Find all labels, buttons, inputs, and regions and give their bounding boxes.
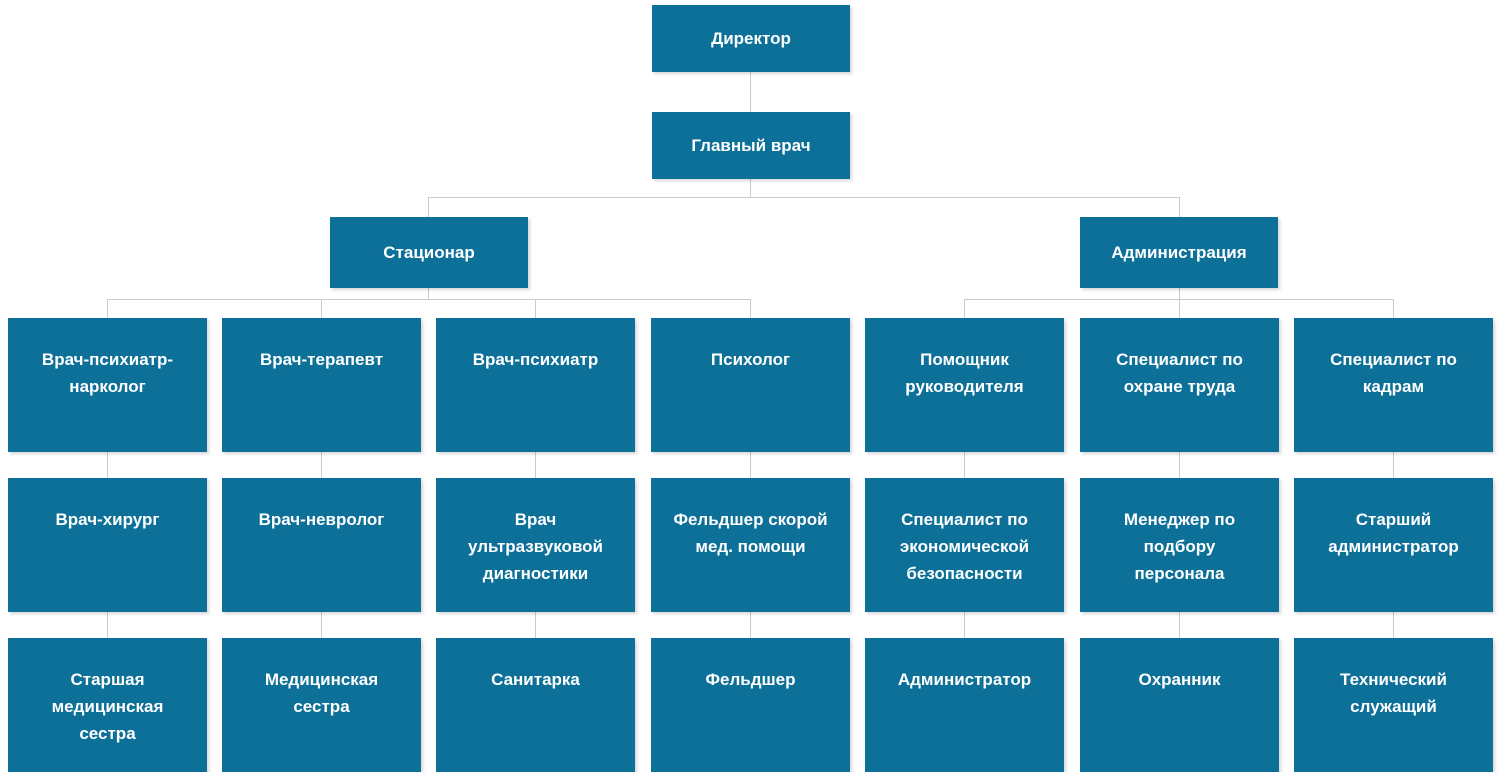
node-paramedic-label: Фельдшер — [705, 670, 796, 689]
node-assistant-manager[interactable]: Помощник руководителя — [865, 318, 1064, 452]
node-stationary[interactable]: Стационар — [330, 217, 528, 288]
connector-stationary-stem — [428, 288, 429, 299]
connector-administration-stem — [1179, 288, 1180, 299]
connector-col5-row3-row4 — [964, 452, 965, 478]
node-psychiatrist-label: Врач-психиатр — [472, 350, 599, 369]
connector-col1-row3-row4 — [107, 452, 108, 478]
node-senior-nurse[interactable]: Старшая медицинская сестра — [8, 638, 207, 772]
node-hr-specialist[interactable]: Специалист по кадрам — [1294, 318, 1493, 452]
connector-col4-row3-row4 — [750, 452, 751, 478]
node-senior-administrator[interactable]: Старший администратор — [1294, 478, 1493, 612]
node-neurologist-label: Врач-невролог — [258, 510, 385, 529]
node-economic-security-specialist-label: Специалист по экономической безопасности — [899, 510, 1030, 583]
connector-col3-row4-row5 — [535, 612, 536, 638]
node-ultrasound-doctor[interactable]: Врач ультразвуковой диагностики — [436, 478, 635, 612]
connector-col3-row3-row4 — [535, 452, 536, 478]
connector-bus-to-stationary — [428, 197, 429, 217]
node-administrator[interactable]: Администратор — [865, 638, 1064, 772]
node-director[interactable]: Директор — [652, 5, 850, 72]
connector-director-to-chief-doctor — [750, 72, 751, 112]
node-administration[interactable]: Администрация — [1080, 217, 1278, 288]
node-labor-safety-specialist[interactable]: Специалист по охране труда — [1080, 318, 1279, 452]
node-psychiatrist[interactable]: Врач-психиатр — [436, 318, 635, 452]
node-psychiatrist-narcologist-label: Врач-психиатр- нарколог — [41, 350, 174, 396]
connector-col7-row4-row5 — [1393, 612, 1394, 638]
connector-bus-stationary-children — [107, 299, 751, 300]
node-security-guard[interactable]: Охранник — [1080, 638, 1279, 772]
connector-bus-to-therapist — [321, 299, 322, 318]
node-emergency-paramedic-label: Фельдшер скорой мед. помощи — [673, 510, 828, 556]
connector-col4-row4-row5 — [750, 612, 751, 638]
connector-bus-to-labor-safety-specialist — [1179, 299, 1180, 318]
node-therapist-label: Врач-терапевт — [259, 350, 384, 369]
node-hr-specialist-label: Специалист по кадрам — [1330, 350, 1457, 396]
node-recruitment-manager-label: Менеджер по подбору персонала — [1123, 510, 1236, 583]
connector-col7-row3-row4 — [1393, 452, 1394, 478]
node-senior-administrator-label: Старший администратор — [1328, 510, 1459, 556]
node-nurse-label: Медицинская сестра — [264, 670, 379, 716]
connector-col6-row3-row4 — [1179, 452, 1180, 478]
node-psychologist[interactable]: Психолог — [651, 318, 850, 452]
node-senior-nurse-label: Старшая медицинская сестра — [51, 670, 164, 743]
connector-col2-row3-row4 — [321, 452, 322, 478]
node-orderly-label: Санитарка — [491, 670, 580, 689]
node-psychologist-label: Психолог — [710, 350, 791, 369]
connector-bus-to-psychiatrist — [535, 299, 536, 318]
node-technical-staff[interactable]: Технический служащий — [1294, 638, 1493, 772]
node-economic-security-specialist[interactable]: Специалист по экономической безопасности — [865, 478, 1064, 612]
node-surgeon-label: Врач-хирург — [55, 510, 160, 529]
connector-bus-to-administration — [1179, 197, 1180, 217]
node-administration-label: Администрация — [1111, 243, 1247, 262]
node-therapist[interactable]: Врач-терапевт — [222, 318, 421, 452]
node-surgeon[interactable]: Врач-хирург — [8, 478, 207, 612]
node-neurologist[interactable]: Врач-невролог — [222, 478, 421, 612]
connector-bus-to-psychologist — [750, 299, 751, 318]
node-orderly[interactable]: Санитарка — [436, 638, 635, 772]
node-director-label: Директор — [711, 29, 791, 48]
node-chief-doctor[interactable]: Главный врач — [652, 112, 850, 179]
node-ultrasound-doctor-label: Врач ультразвуковой диагностики — [467, 510, 604, 583]
node-paramedic[interactable]: Фельдшер — [651, 638, 850, 772]
node-chief-doctor-label: Главный врач — [691, 136, 811, 155]
connector-col5-row4-row5 — [964, 612, 965, 638]
connector-bus-departments — [428, 197, 1180, 198]
connector-bus-to-assistant-manager — [964, 299, 965, 318]
connector-bus-to-hr-specialist — [1393, 299, 1394, 318]
node-stationary-label: Стационар — [383, 243, 475, 262]
connector-col1-row4-row5 — [107, 612, 108, 638]
node-nurse[interactable]: Медицинская сестра — [222, 638, 421, 772]
node-technical-staff-label: Технический служащий — [1340, 670, 1447, 716]
node-recruitment-manager[interactable]: Менеджер по подбору персонала — [1080, 478, 1279, 612]
node-administrator-label: Администратор — [897, 670, 1032, 689]
node-security-guard-label: Охранник — [1138, 670, 1221, 689]
node-emergency-paramedic[interactable]: Фельдшер скорой мед. помощи — [651, 478, 850, 612]
node-labor-safety-specialist-label: Специалист по охране труда — [1116, 350, 1243, 396]
connector-col6-row4-row5 — [1179, 612, 1180, 638]
connector-bus-to-psychiatrist-narcologist — [107, 299, 108, 318]
node-psychiatrist-narcologist[interactable]: Врач-психиатр- нарколог — [8, 318, 207, 452]
node-assistant-manager-label: Помощник руководителя — [905, 350, 1024, 396]
connector-col2-row4-row5 — [321, 612, 322, 638]
connector-chief-doctor-stem — [750, 179, 751, 197]
